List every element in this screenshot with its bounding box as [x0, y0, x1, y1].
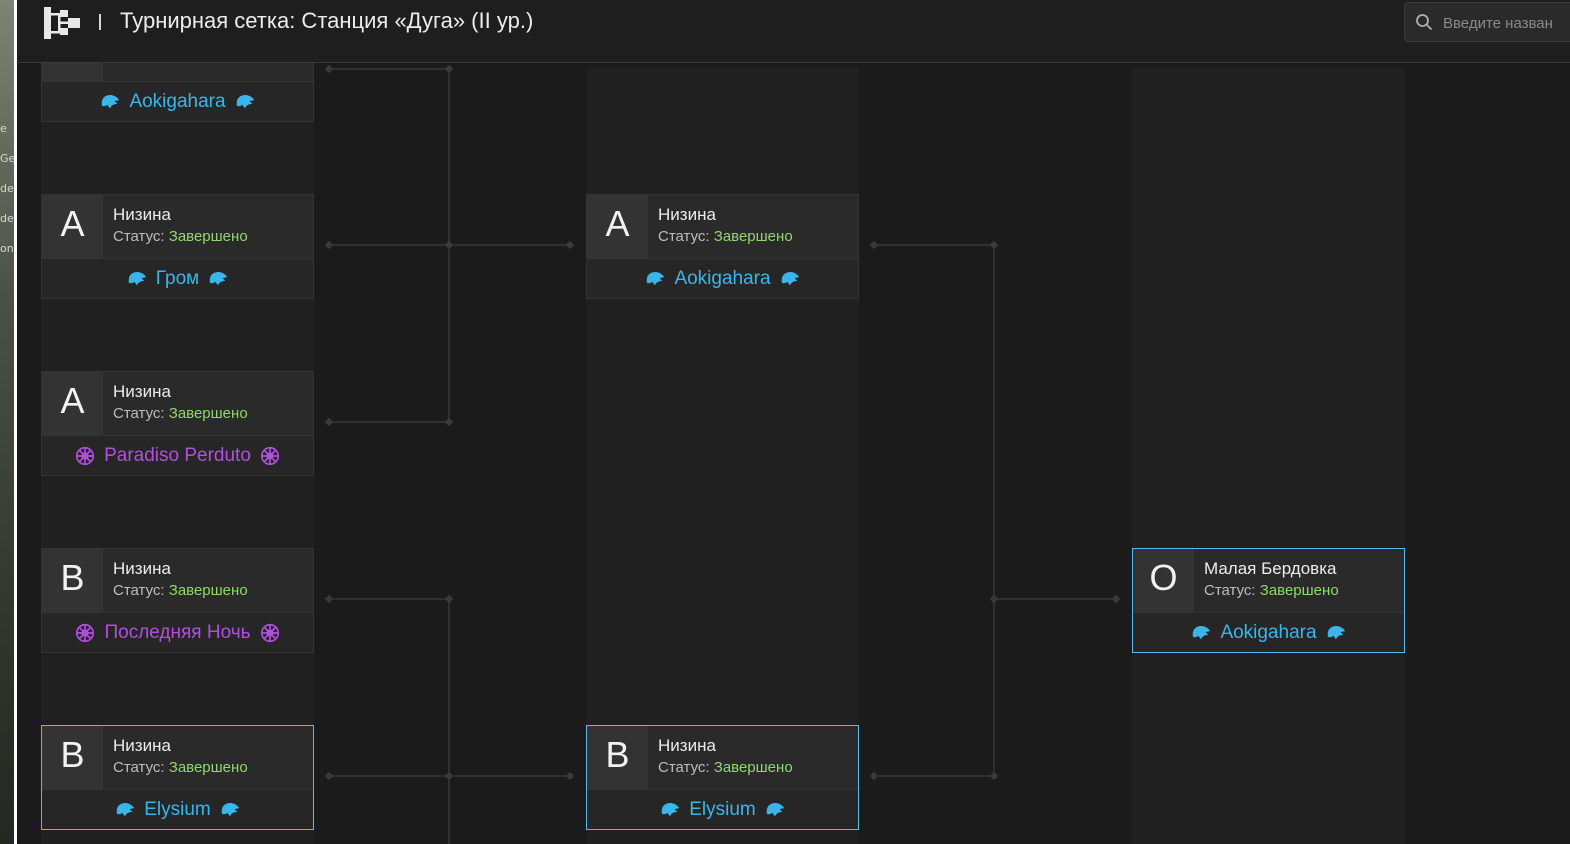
winner-team-name: Aokigahara: [129, 90, 226, 112]
map-name: Низина: [113, 559, 171, 578]
window-edge: [14, 0, 17, 844]
stage-letter: A: [587, 195, 648, 258]
match-card[interactable]: B Низина Статус: Завершено Elysium: [586, 725, 859, 830]
winner-team-name: Elysium: [689, 798, 756, 820]
status-label: Статус:: [113, 759, 165, 776]
winner-team-name: Elysium: [144, 798, 211, 820]
status-label: Статус:: [113, 582, 165, 599]
match-card[interactable]: A Низина Статус: Завершено Гром: [41, 194, 314, 299]
winner-team-name: Paradiso Perduto: [104, 444, 251, 466]
status-value: Завершено: [168, 405, 248, 422]
bracket-connectors: [324, 64, 1121, 844]
search-box[interactable]: [1404, 2, 1570, 42]
wheel-emblem-icon: [76, 623, 95, 642]
match-card[interactable]: B Низина Статус: Завершено Elysium: [41, 725, 314, 830]
match-status: Статус: Завершено: [658, 759, 793, 776]
winner-row: Elysium: [587, 789, 858, 830]
status-value: Завершено: [168, 228, 248, 245]
stage-letter: A: [42, 195, 103, 258]
stage-letter: O: [1133, 549, 1194, 612]
map-name: Низина: [658, 205, 716, 224]
background-text: de: [0, 212, 14, 225]
status-label: Статус:: [1204, 582, 1256, 599]
match-status: Статус: Завершено: [113, 228, 248, 245]
match-status: Статус: Завершено: [658, 228, 793, 245]
search-input[interactable]: [1441, 9, 1570, 37]
page-title: Турнирная сетка: Станция «Дуга» (II ур.): [120, 8, 534, 33]
bird-emblem-icon: [647, 271, 665, 285]
bird-emblem-icon: [102, 94, 120, 108]
status-label: Статус:: [658, 759, 710, 776]
bird-emblem-icon: [116, 802, 135, 816]
map-name: Низина: [113, 382, 171, 401]
title-separator: [99, 14, 101, 30]
wheel-emblem-icon: [260, 446, 279, 465]
search-icon: [1416, 14, 1433, 31]
winner-team-name: Гром: [155, 267, 200, 289]
match-card[interactable]: A Низина Статус: Завершено Paradiso Perd…: [41, 371, 314, 476]
match-header: B Низина Статус: Завершено: [42, 726, 313, 790]
status-value: Завершено: [713, 228, 793, 245]
match-header: A Низина Статус: Завершено: [42, 372, 313, 436]
match-status: Статус: Завершено: [113, 405, 248, 422]
match-card[interactable]: O Малая Бердовка Статус: Завершено Aokig…: [1132, 548, 1405, 653]
bird-emblem-icon: [221, 802, 239, 816]
stage-letter: B: [587, 726, 648, 789]
background-text: ona: [0, 242, 14, 255]
match-header: B Низина Статус: Завершено: [42, 549, 313, 613]
status-value: Завершено: [713, 759, 793, 776]
bird-emblem-icon: [128, 271, 146, 285]
status-value: Завершено: [168, 582, 248, 599]
wheel-emblem-icon: [76, 446, 95, 465]
header-bar: Турнирная сетка: Станция «Дуга» (II ур.): [17, 0, 1570, 63]
status-label: Статус:: [113, 228, 165, 245]
stage-letter: B: [42, 726, 103, 789]
status-label: Статус:: [658, 228, 710, 245]
stage-letter: B: [42, 549, 103, 612]
wheel-emblem-icon: [260, 623, 279, 642]
bird-emblem-icon: [766, 802, 784, 816]
bird-emblem-icon: [781, 271, 799, 285]
status-value: Завершено: [168, 759, 248, 776]
round-column: [1132, 68, 1405, 844]
winner-team-name: Aokigahara: [1220, 621, 1317, 643]
winner-row: Elysium: [42, 789, 313, 830]
winner-row: Aokigahara: [42, 81, 313, 122]
map-name: Низина: [113, 736, 171, 755]
match-status: Статус: Завершено: [1204, 582, 1339, 599]
bird-emblem-icon: [209, 271, 228, 285]
bracket-tree-icon[interactable]: [43, 4, 83, 42]
match-header: O Малая Бердовка Статус: Завершено: [1133, 549, 1404, 613]
background-text: e: [0, 122, 7, 135]
bird-emblem-icon: [661, 802, 680, 816]
match-header: A Низина Статус: Завершено: [587, 195, 858, 259]
bracket-window: Турнирная сетка: Станция «Дуга» (II ур.): [17, 0, 1570, 844]
map-name: Низина: [658, 736, 716, 755]
bird-emblem-icon: [1193, 625, 1211, 639]
winner-row: Гром: [42, 258, 313, 299]
winner-team-name: Aokigahara: [674, 267, 771, 289]
winner-row: Paradiso Perduto: [42, 435, 313, 476]
background-window: e Ge de de ona: [0, 0, 14, 844]
match-card[interactable]: B Низина Статус: Завершено Последняя Ноч…: [41, 548, 314, 653]
map-name: Малая Бердовка: [1204, 559, 1337, 578]
match-header: A Низина Статус: Завершено: [42, 195, 313, 259]
match-card[interactable]: A Низина Статус: Завершено Aokigahara: [586, 194, 859, 299]
status-label: Статус:: [113, 405, 165, 422]
bird-emblem-icon: [1327, 625, 1345, 639]
match-status: Статус: Завершено: [113, 582, 248, 599]
status-value: Завершено: [1259, 582, 1339, 599]
winner-row: Aokigahara: [587, 258, 858, 299]
stage-letter: A: [42, 372, 103, 435]
match-status: Статус: Завершено: [113, 759, 248, 776]
match-header: B Низина Статус: Завершено: [587, 726, 858, 790]
bird-emblem-icon: [236, 94, 254, 108]
winner-team-name: Последняя Ночь: [104, 621, 251, 643]
winner-row: Последняя Ночь: [42, 612, 313, 653]
winner-row: Aokigahara: [1133, 612, 1404, 653]
background-text: Ge: [0, 152, 14, 165]
background-text: de: [0, 182, 14, 195]
map-name: Низина: [113, 205, 171, 224]
